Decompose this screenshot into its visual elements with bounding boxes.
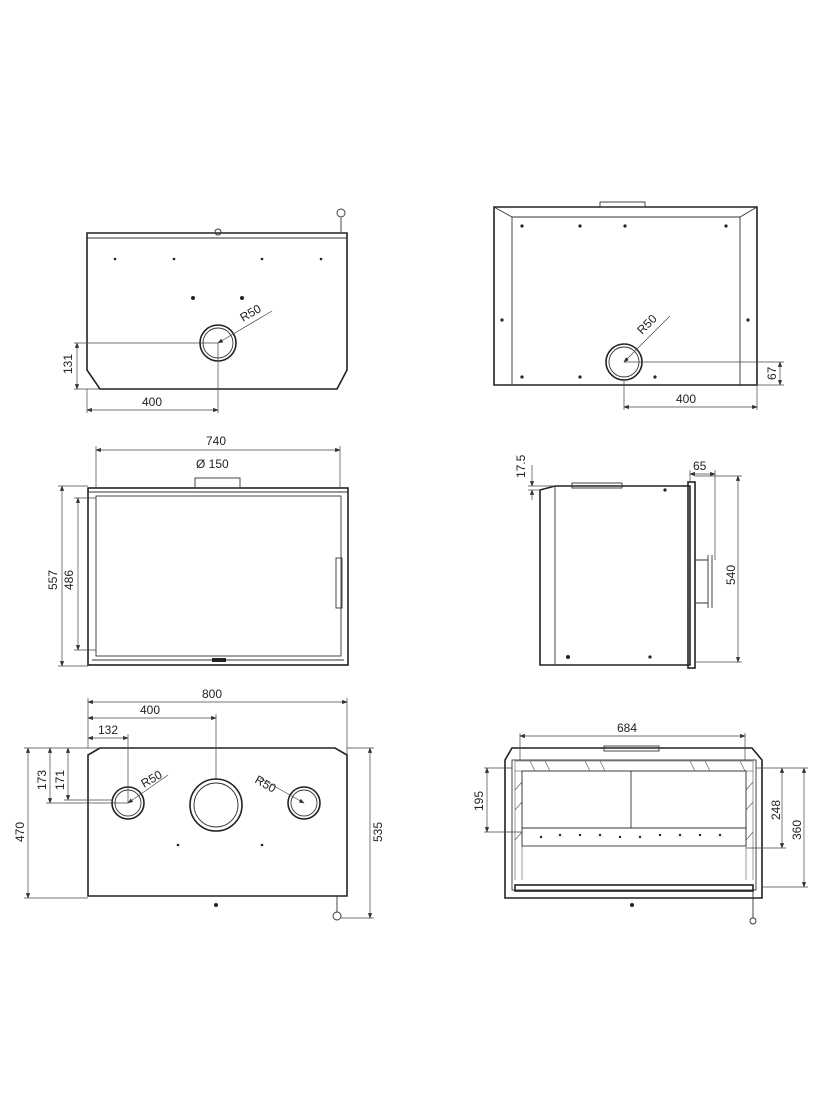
top-view-rear: R50 131 400 (61, 208, 348, 413)
door-bottom (514, 884, 754, 892)
dim-131: 131 (61, 354, 75, 374)
handle-knob-icon (336, 208, 346, 218)
flue-diameter: Ø 150 (196, 457, 229, 471)
body-outline (86, 232, 348, 390)
radius-label: R50 (238, 301, 264, 324)
dim-195: 195 (472, 791, 486, 811)
dim-800: 800 (202, 687, 222, 701)
radius-left: R50 (139, 767, 165, 790)
dim-400: 400 (676, 392, 696, 406)
frame-outline (87, 487, 349, 666)
body-outline (493, 206, 758, 386)
radius-right: R50 (253, 772, 279, 795)
dim-684: 684 (617, 721, 637, 735)
dim-740: 740 (206, 434, 226, 448)
body-outline (504, 747, 763, 899)
radius-label: R50 (634, 311, 660, 337)
rear-view: 800 400 132 R50 R50 173 171 470 535 (13, 687, 385, 921)
top-view-side: R50 67 400 (493, 201, 784, 410)
dim-67: 67 (765, 366, 779, 380)
front-view: 740 Ø 150 557 486 (46, 434, 349, 667)
dim-132: 132 (98, 723, 118, 737)
dim-486: 486 (62, 570, 76, 590)
dim-171: 171 (53, 770, 67, 790)
dim-248: 248 (769, 800, 783, 820)
side-view: 17.5 65 540 (514, 454, 742, 669)
dim-535: 535 (371, 822, 385, 842)
body-outline (87, 747, 348, 897)
section-view: 684 195 248 360 (472, 721, 808, 925)
door-profile (687, 481, 696, 669)
dim-540: 540 (724, 565, 738, 585)
dim-360: 360 (790, 820, 804, 840)
dim-65: 65 (693, 459, 707, 473)
dim-557: 557 (46, 570, 60, 590)
body-outline (539, 485, 691, 666)
dim-17-5: 17.5 (514, 454, 528, 478)
flue-outlet (189, 778, 243, 832)
dim-400: 400 (142, 395, 162, 409)
dim-173: 173 (35, 770, 49, 790)
glass-door (95, 495, 342, 657)
air-inlet-right (287, 786, 321, 820)
door-handle (335, 557, 343, 609)
dim-470: 470 (13, 822, 27, 842)
baffle-hatched (514, 760, 754, 772)
flue-collar (194, 477, 241, 489)
dim-400: 400 (140, 703, 160, 717)
